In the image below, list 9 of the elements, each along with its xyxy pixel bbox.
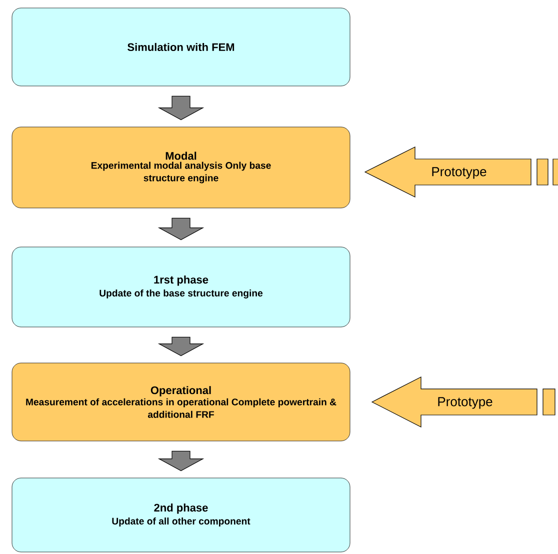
block-arrow bbox=[158, 218, 204, 240]
process-box: Simulation with FEM bbox=[12, 8, 350, 86]
block-arrow bbox=[158, 336, 204, 356]
process-box: 1rst phase Update of the base structure engine bbox=[12, 246, 350, 328]
block-arrow bbox=[158, 450, 204, 472]
process-box: Modal Experimental modal analysis Only base structure engine bbox=[12, 126, 350, 208]
process-box: 2nd phase Update of all other component bbox=[12, 478, 350, 552]
block-arrow bbox=[158, 96, 204, 120]
process-box: Operational Measurement of accelerations in operational Complete powertrain & additional FRF bbox=[12, 362, 350, 442]
